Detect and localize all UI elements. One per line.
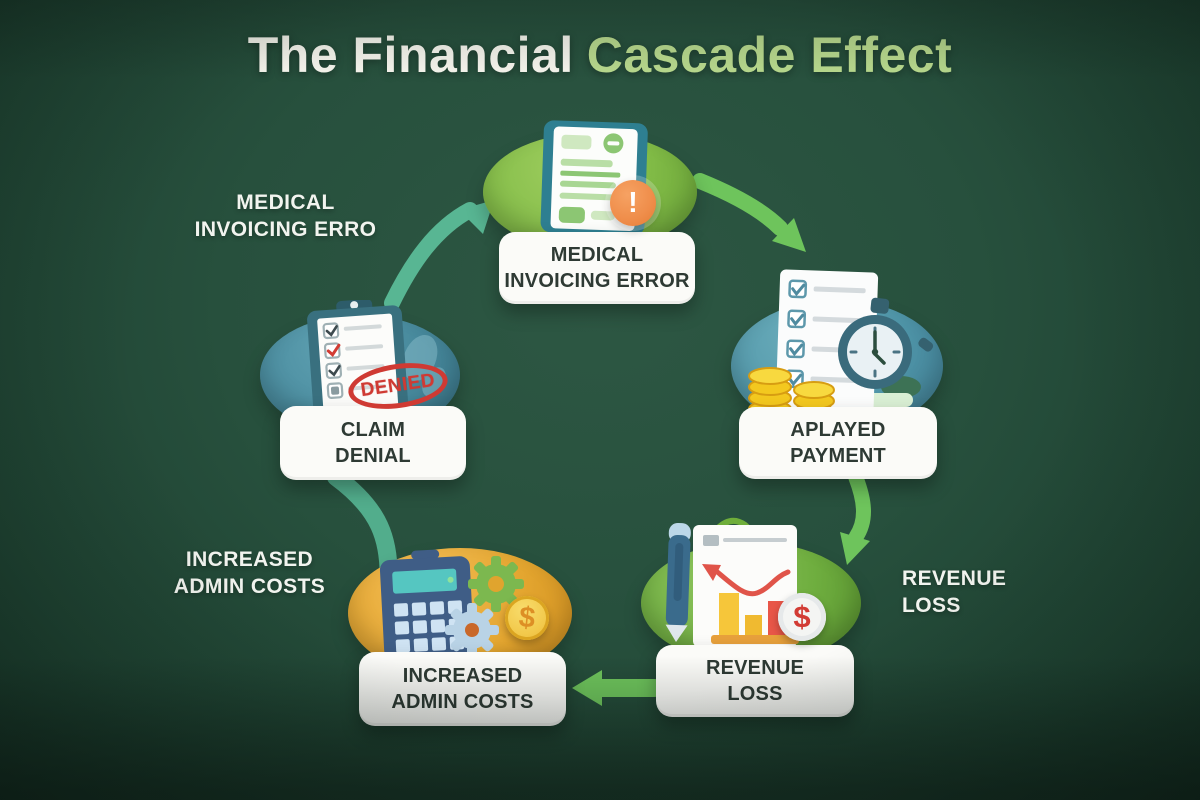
alert-badge-icon: ! (610, 180, 656, 226)
node-label-line: APLAYED (790, 418, 886, 441)
alert-glyph: ! (628, 186, 638, 219)
node-label-line: REVENUE (705, 656, 805, 679)
gear-icon (468, 556, 524, 612)
arrow-revenue-to-admin-icon (572, 670, 663, 706)
arrow-medical-to-delayed-icon (692, 173, 806, 252)
floating-label-increased-admin-costs: INCREASED ADMIN COSTS (152, 546, 347, 601)
node-label-line: LOSS (727, 683, 783, 705)
floating-label-line: INVOICING ERRO (194, 218, 377, 242)
admin-cost-icons (379, 549, 524, 660)
node-card-increased-admin-costs: INCREASED ADMIN COSTS (359, 652, 566, 726)
floating-label-line: ADMIN COSTS (173, 575, 326, 599)
node-label-line: INCREASED (402, 664, 523, 687)
node-label-line: MEDICAL (550, 243, 644, 266)
floating-label-revenue-loss: REVENUE LOSS (902, 565, 1062, 620)
node-label-line: DENIAL (335, 445, 411, 467)
node-label-line: CLAIM (340, 418, 406, 441)
floating-label-line: REVENUE (902, 567, 1007, 590)
pen-icon (665, 522, 691, 642)
node-card-medical-invoicing-error: MEDICAL INVOICING ERROR (499, 232, 695, 304)
clipboard-checklist-icon (307, 300, 446, 419)
floating-label-line: MEDICAL (236, 191, 335, 214)
stopwatch-icon (838, 297, 934, 389)
node-label-line: ADMIN COSTS (391, 691, 534, 713)
title-part-white: The Financial (247, 27, 574, 83)
floating-label-line: LOSS (902, 594, 961, 618)
title-part-green: Cascade Effect (586, 27, 953, 83)
gear-icon (445, 603, 499, 657)
dollar-glyph: $ (517, 600, 537, 635)
node-card-revenue-loss: REVENUE LOSS (656, 645, 854, 717)
node-label-line: INVOICING ERROR (504, 270, 690, 292)
arrow-delayed-to-revenue-icon (840, 470, 871, 565)
invoice-clipboard-icon (540, 120, 648, 236)
declining-chart-icon (665, 517, 799, 647)
denied-stamp-text: DENIED (359, 369, 437, 402)
payment-icons (748, 269, 934, 421)
dollar-glyph: $ (793, 599, 811, 634)
node-card-claim-denial: CLAIM DENIAL (280, 406, 466, 480)
dollar-coin-icon: $ (778, 593, 826, 641)
node-card-delayed-payment: APLAYED PAYMENT (739, 407, 937, 479)
floating-label-line: INCREASED (185, 548, 314, 571)
floating-label-medical-invoicing-error: MEDICAL INVOICING ERRO (178, 189, 393, 244)
arrow-claim-to-medical-icon (384, 200, 494, 311)
node-label-line: PAYMENT (790, 445, 886, 467)
